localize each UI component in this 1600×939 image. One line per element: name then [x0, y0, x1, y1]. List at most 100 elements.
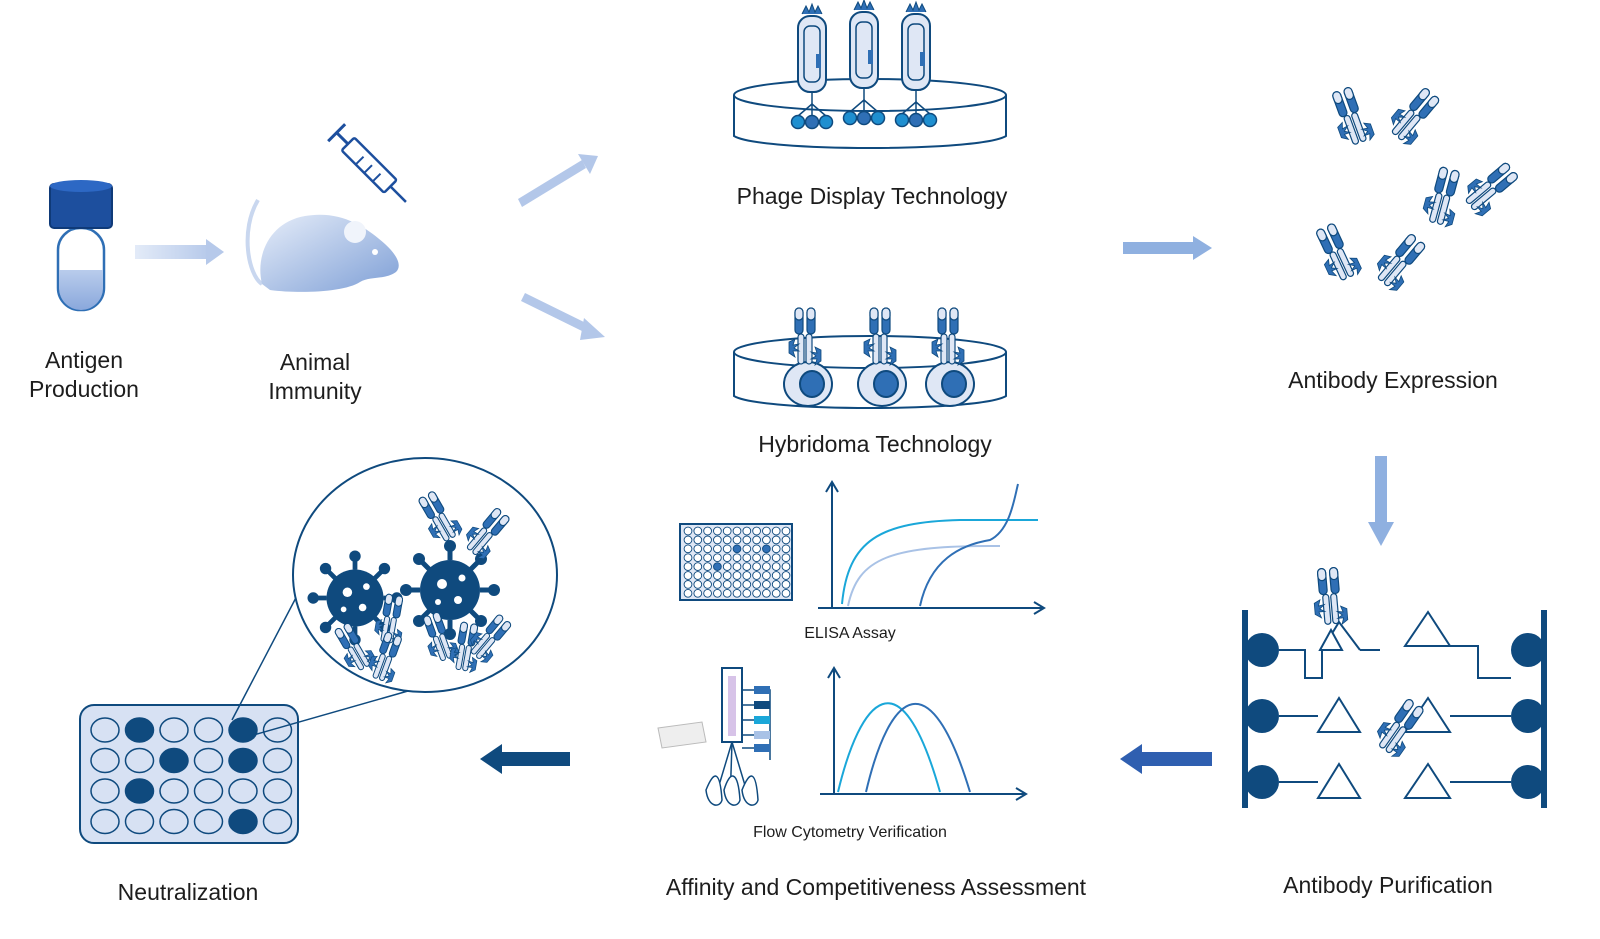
elisa-well: [722, 571, 732, 580]
neutralization-well: [228, 808, 258, 835]
label-hybridoma: Hybridoma Technology: [758, 431, 992, 457]
neutralization-well: [90, 747, 120, 774]
elisa-well: [722, 562, 732, 571]
elisa-well: [762, 580, 771, 589]
elisa-well: [762, 526, 771, 536]
elisa-well: [771, 562, 781, 571]
arrow-antigen-to-animal: [135, 239, 224, 265]
elisa-well: [762, 544, 771, 554]
neutralization-well: [124, 747, 155, 774]
elisa-well: [683, 526, 693, 536]
elisa-well: [703, 535, 712, 545]
elisa-well: [752, 544, 761, 554]
elisa-well: [781, 580, 791, 589]
neutralization-well: [262, 747, 293, 774]
elisa-well: [722, 553, 732, 563]
neutralization-well: [90, 778, 120, 804]
elisa-well: [771, 580, 781, 589]
flow-chart: [820, 666, 1028, 801]
neutralization-well: [159, 717, 189, 743]
elisa-well: [781, 535, 791, 545]
elisa-well: [781, 562, 791, 571]
elisa-well: [771, 544, 781, 554]
arrow-to-purification: [1368, 456, 1394, 546]
elisa-well: [742, 580, 752, 589]
elisa-well: [781, 571, 791, 580]
elisa-well: [722, 580, 732, 589]
neutralization-well: [262, 778, 293, 804]
elisa-well: [752, 526, 761, 536]
elisa-well: [713, 580, 722, 589]
elisa-well: [693, 535, 703, 545]
arrow-to-hybridoma: [521, 293, 605, 340]
label-antibody-expression: Antibody Expression: [1288, 367, 1498, 393]
elisa-well: [693, 571, 703, 580]
label-antigen-production: Antigen Production: [29, 347, 139, 402]
elisa-well: [722, 526, 732, 536]
elisa-well: [752, 562, 761, 571]
neutralization-well: [193, 747, 224, 774]
mouse-icon: [245, 198, 399, 292]
elisa-well: [693, 562, 703, 571]
elisa-well: [752, 535, 761, 545]
antibody-icon: [1309, 82, 1524, 295]
label-flow-cytometry: Flow Cytometry Verification: [753, 824, 947, 841]
elisa-well: [752, 571, 761, 580]
neutralization-well: [90, 717, 120, 743]
elisa-well: [742, 526, 752, 536]
neutralization-well: [159, 808, 189, 835]
elisa-well: [703, 562, 712, 571]
elisa-well: [693, 588, 703, 598]
elisa-well: [703, 526, 712, 536]
elisa-well: [762, 571, 771, 580]
elisa-well: [781, 553, 791, 563]
elisa-well: [771, 553, 781, 563]
elisa-well: [781, 544, 791, 554]
elisa-well: [713, 526, 722, 536]
neutralization-plate-icon: [79, 589, 437, 844]
elisa-well: [693, 544, 703, 554]
elisa-well: [693, 553, 703, 563]
elisa-well: [742, 562, 752, 571]
phage-dish-icon: [733, 78, 1007, 149]
elisa-well: [713, 544, 722, 554]
elisa-well: [771, 571, 781, 580]
neutralization-well: [262, 808, 293, 835]
elisa-chart: [818, 480, 1046, 615]
elisa-well: [742, 544, 752, 554]
elisa-well: [732, 571, 742, 580]
elisa-well: [732, 562, 742, 571]
elisa-well: [762, 562, 771, 571]
syringe-icon: [327, 123, 407, 203]
label-elisa-assay: ELISA Assay: [804, 625, 896, 642]
label-phage-display: Phage Display Technology: [736, 183, 1008, 209]
elisa-well: [703, 571, 712, 580]
elisa-well: [703, 553, 712, 563]
label-animal-immunity: Animal Immunity: [268, 349, 362, 404]
arrow-to-affinity: [1120, 744, 1212, 774]
elisa-well: [722, 535, 732, 545]
neutralization-well: [159, 747, 189, 774]
elisa-well: [732, 544, 742, 554]
elisa-well: [703, 544, 712, 554]
elisa-well: [762, 588, 771, 598]
label-antibody-purification: Antibody Purification: [1283, 872, 1493, 898]
elisa-well: [683, 535, 693, 545]
neutralization-well: [262, 717, 293, 743]
neutralization-well: [193, 778, 224, 804]
hybridoma-cell-icon: [783, 307, 975, 407]
neutralization-well: [228, 747, 258, 774]
arrow-to-expression: [1123, 236, 1212, 260]
well-plate-icon: [679, 523, 793, 601]
elisa-well: [771, 535, 781, 545]
elisa-well: [752, 588, 761, 598]
elisa-well: [713, 553, 722, 563]
elisa-well: [771, 588, 781, 598]
elisa-well: [742, 588, 752, 598]
label-neutralization: Neutralization: [117, 879, 259, 905]
elisa-well: [732, 526, 742, 536]
elisa-well: [732, 588, 742, 598]
elisa-well: [732, 535, 742, 545]
